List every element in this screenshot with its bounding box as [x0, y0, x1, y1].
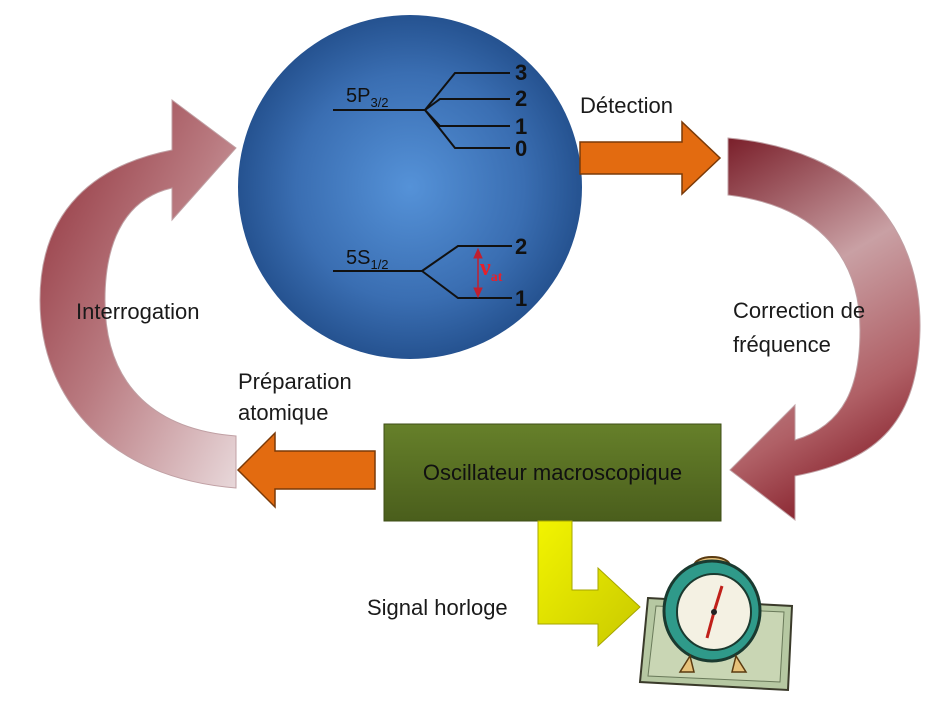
excited-level-3: 3 [515, 60, 528, 85]
detection-label: Détection [580, 93, 673, 118]
alarm-clock-icon [638, 556, 794, 692]
interrogation-label: Interrogation [76, 299, 200, 324]
signal-arrow [537, 520, 641, 648]
ground-level-2: 2 [515, 234, 528, 259]
excited-levels [333, 72, 510, 149]
preparation-arrow [236, 431, 376, 509]
oscillator-box [383, 423, 722, 522]
transition-frequency-label: νat [480, 255, 503, 285]
interrogation-curved-arrow [39, 99, 237, 489]
detection-arrow [579, 120, 722, 196]
correction-label-line1: Correction de [733, 298, 866, 323]
excited-state-label: 5P3/2 [346, 85, 389, 110]
correction-label-line2: fréquence [733, 332, 831, 357]
correction-curved-arrow [727, 137, 921, 522]
ground-state-label: 5S1/2 [346, 247, 389, 272]
oscillator-label: Oscillateur macroscopique [422, 459, 683, 485]
preparation-label-line2: atomique [238, 400, 329, 425]
atom-sphere [238, 15, 582, 359]
transition-arrow [473, 247, 483, 299]
excited-level-1: 1 [515, 114, 528, 139]
excited-level-0: 0 [515, 136, 528, 161]
ground-level-1: 1 [515, 286, 528, 311]
preparation-label-line1: Préparation [238, 369, 352, 394]
signal-label: Signal horloge [367, 595, 508, 620]
ground-levels [333, 245, 512, 299]
excited-level-2: 2 [515, 86, 528, 111]
